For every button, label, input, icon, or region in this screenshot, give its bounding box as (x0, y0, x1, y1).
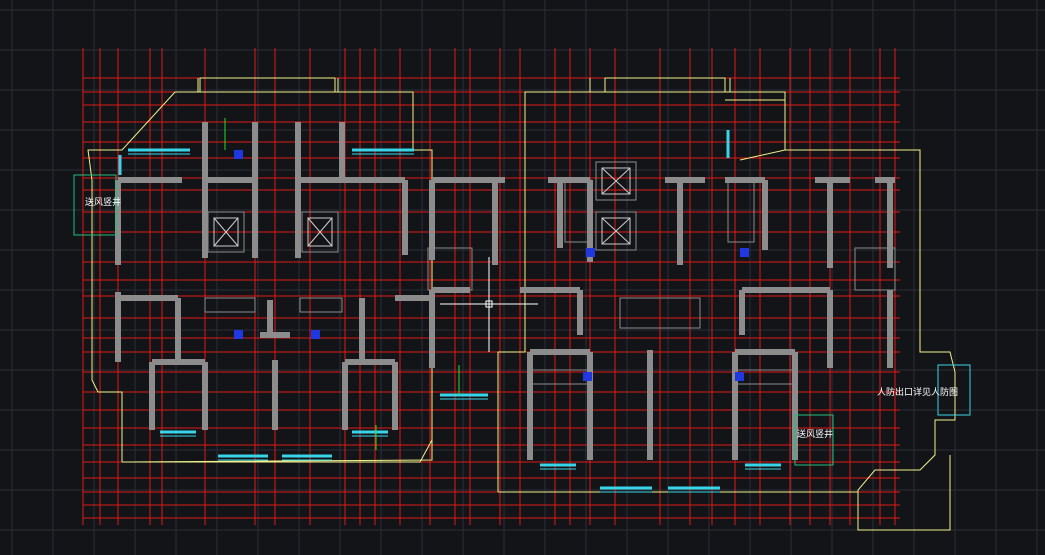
elevator-car (601, 167, 631, 195)
fixture-block (586, 248, 595, 257)
shaft-box-right (794, 414, 834, 466)
elevator-diagonal (213, 217, 239, 247)
shaft-box-left (73, 174, 117, 236)
wall-room-block (619, 297, 701, 329)
crosshair-pickbox (485, 300, 493, 308)
axis-lines (82, 48, 900, 525)
fixtures (234, 150, 749, 381)
wall-room-block (854, 247, 896, 291)
fixture-block (735, 372, 744, 381)
elevator-shaft (595, 161, 637, 201)
fixture-block (234, 150, 243, 159)
crosshair-cursor[interactable] (440, 257, 538, 352)
fixture-block (311, 330, 320, 339)
fixture-block (740, 248, 749, 257)
balcony-top-left (197, 78, 339, 93)
wall-room-block (427, 247, 473, 291)
elevator-diagonal (601, 217, 631, 245)
outline-left-block (87, 77, 433, 463)
elevator-shafts (207, 161, 637, 253)
outline-right-block (497, 77, 956, 531)
window-bay (937, 364, 971, 416)
walls (115, 122, 896, 460)
elevator-shaft (207, 211, 245, 253)
windows (118, 130, 971, 493)
fixture-block (234, 330, 243, 339)
elevator-car (601, 217, 631, 245)
elevator-shaft (595, 211, 637, 251)
fixture-block (583, 372, 592, 381)
wall-room-block (564, 179, 592, 243)
elevator-shaft (301, 211, 339, 253)
shaft-label-right: 送风竖井 (797, 428, 833, 440)
elevator-car (213, 217, 239, 247)
balcony-corner-right (725, 99, 786, 161)
elevator-diagonal (307, 217, 333, 247)
green-annotations (73, 118, 834, 466)
elevator-car (307, 217, 333, 247)
shaft-label-left: 送风竖井 (85, 196, 121, 208)
elevator-diagonal (601, 167, 631, 195)
wall-room-block (299, 297, 343, 313)
wall-room-block (204, 297, 256, 313)
outline-bottom-left (122, 439, 433, 463)
balcony-top-right (589, 78, 731, 93)
civil-defense-exit-label: 人防出口详见人防图 (877, 386, 958, 398)
wall-room-block (727, 179, 755, 243)
